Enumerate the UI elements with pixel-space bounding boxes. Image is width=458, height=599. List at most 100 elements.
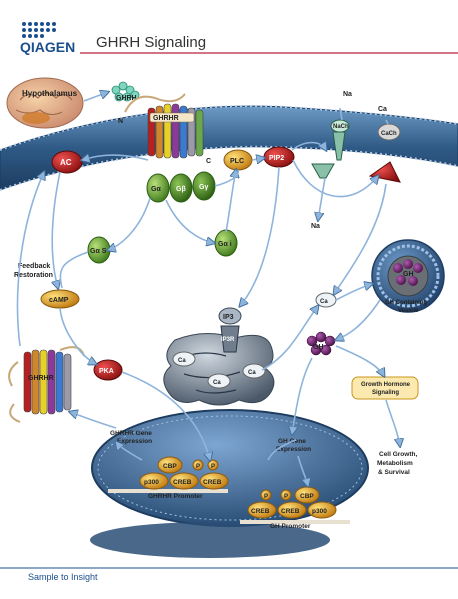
gh-gene-line2: Expression <box>276 446 311 453</box>
ghrh-ligand: GHRH <box>111 81 140 102</box>
g-alpha-i-free: Gα i <box>214 229 238 257</box>
svg-text:Gγ: Gγ <box>199 184 208 191</box>
nach-label: NaCh <box>333 124 349 130</box>
svg-text:P: P <box>264 494 268 500</box>
ip3-molecule: IP3 <box>218 307 242 325</box>
gh-signaling-line2: Signaling <box>372 390 399 396</box>
ca-er-2: Ca <box>207 373 231 389</box>
gh-vesicle: GH GH Containing Vesicle <box>371 239 445 314</box>
ghrhr-internal-receptor: GHRHR <box>8 346 85 423</box>
gh-signaling-line1: Growth Hormone <box>361 382 411 388</box>
svg-text:Gβ: Gβ <box>176 186 186 193</box>
svg-text:Gα: Gα <box>151 186 161 193</box>
footer: Sample to Insight <box>0 567 458 582</box>
svg-text:P: P <box>196 464 200 470</box>
creb-right-1: CREB <box>247 501 277 519</box>
svg-text:P: P <box>211 464 215 470</box>
ghrhr-receptor: N GHRHR C <box>118 93 211 165</box>
logo-dots-icon <box>22 22 56 38</box>
svg-text:CREB: CREB <box>281 508 300 515</box>
p-left-1: P <box>192 459 204 471</box>
ca-er-1: Ca <box>172 351 196 367</box>
camp-molecule: cAMP <box>40 289 80 309</box>
ghrhr-membrane-label: GHRHR <box>153 115 179 122</box>
svg-text:Ca: Ca <box>320 299 328 305</box>
svg-text:p300: p300 <box>144 479 159 486</box>
g-beta: Gβ <box>169 173 193 203</box>
pip2-protein: PIP2 <box>263 146 295 168</box>
ghrhr-gene-line2: Expression <box>117 438 152 445</box>
p-right-2: P <box>280 489 292 501</box>
gh-signaling-box: Growth Hormone Signaling <box>351 376 419 400</box>
creb-left-1: CREB <box>169 472 199 490</box>
p-left-2: P <box>207 459 219 471</box>
svg-text:CBP: CBP <box>300 493 314 500</box>
ip3-label: IP3 <box>223 314 234 321</box>
feedback-label-line1: Feedback <box>18 263 50 270</box>
n-terminal-label: N <box>118 118 123 125</box>
cbp-left: CBP <box>157 456 183 474</box>
gh-vesicle-gh-label: GH <box>403 271 414 278</box>
gh-vesicle-label-line2: Vesicle <box>398 308 419 314</box>
gh-cluster: GH <box>306 331 336 356</box>
ca-er-3: Ca <box>242 363 266 379</box>
gh-promoter-complex: P P CBP CREB CREB p300 GH Promoter <box>240 486 350 530</box>
svg-text:Gα i: Gα i <box>218 241 232 248</box>
cell-growth-line3: & Survival <box>378 469 410 476</box>
pathway-arrows <box>16 92 400 486</box>
ghrhr-promoter-complex: CBP p300 CREB CREB P P GHRHR Promoter <box>108 456 229 500</box>
svg-text:Ca: Ca <box>178 358 186 364</box>
svg-text:CREB: CREB <box>173 479 192 486</box>
creb-left-2: CREB <box>199 472 229 490</box>
ac-protein: AC <box>51 150 83 174</box>
p300-right: p300 <box>307 501 337 519</box>
qiagen-logo: QIAGEN <box>20 22 75 55</box>
pip2-label: PIP2 <box>269 155 284 162</box>
feedback-label-line2: Restoration <box>14 272 53 279</box>
p300-left: p300 <box>139 472 169 490</box>
ghrhr-gene-line1: GHRHR Gene <box>110 430 152 437</box>
cell-growth-line2: Metabolism <box>377 460 413 467</box>
ca-cytosolic: Ca <box>315 292 337 308</box>
g-alpha-s-free: Gα S <box>87 236 111 264</box>
svg-text:Ca: Ca <box>248 370 256 376</box>
endoplasmic-reticulum: Ca Ca Ca <box>163 333 275 406</box>
footer-tagline: Sample to Insight <box>28 572 98 582</box>
g-gamma: Gγ <box>192 171 216 201</box>
svg-text:CREB: CREB <box>203 479 222 486</box>
cell-growth-line1: Cell Growth, <box>379 451 417 458</box>
camp-label: cAMP <box>49 297 69 304</box>
page-title: GHRH Signaling <box>96 34 206 51</box>
gh-label: GH <box>313 344 324 351</box>
cach-label: CaCh <box>381 131 397 137</box>
svg-text:Ca: Ca <box>213 380 221 386</box>
cbp-right: CBP <box>294 486 320 504</box>
ghrh-label: GHRH <box>116 95 137 102</box>
hypothalamus-label: Hypothalamus <box>22 89 78 98</box>
creb-right-2: CREB <box>277 501 307 519</box>
header: QIAGEN GHRH Signaling <box>20 22 458 55</box>
p-right-1: P <box>260 489 272 501</box>
hypothalamus-brain: Hypothalamus <box>6 77 84 129</box>
svg-text:CBP: CBP <box>163 463 177 470</box>
brand-name: QIAGEN <box>20 39 75 55</box>
svg-text:P: P <box>284 494 288 500</box>
ac-label: AC <box>60 158 72 167</box>
ca-outside-label: Ca <box>378 106 387 113</box>
ip3r-label: IP3R <box>221 337 235 343</box>
pka-protein: PKA <box>93 359 123 381</box>
g-alpha-s: Gα <box>146 173 170 203</box>
na-outside-label: Na <box>343 91 352 98</box>
svg-text:p300: p300 <box>312 508 327 515</box>
plc-protein: PLC <box>223 149 253 171</box>
svg-text:Gα S: Gα S <box>90 248 107 255</box>
na-inside-label: Na <box>311 223 320 230</box>
gh-promoter-label: GH Promoter <box>270 523 311 530</box>
ghrhr-promoter-label: GHRHR Promoter <box>148 493 203 500</box>
g-protein-complex: Gα Gβ Gγ <box>146 171 216 203</box>
gh-vesicle-label-line1: GH Containing <box>385 300 427 306</box>
plc-label: PLC <box>230 158 244 165</box>
ghrhr-internal-label: GHRHR <box>28 375 54 382</box>
sodium-channel: NaCh Na Na <box>311 91 352 230</box>
ip3r-channel: IP3R <box>220 325 240 353</box>
